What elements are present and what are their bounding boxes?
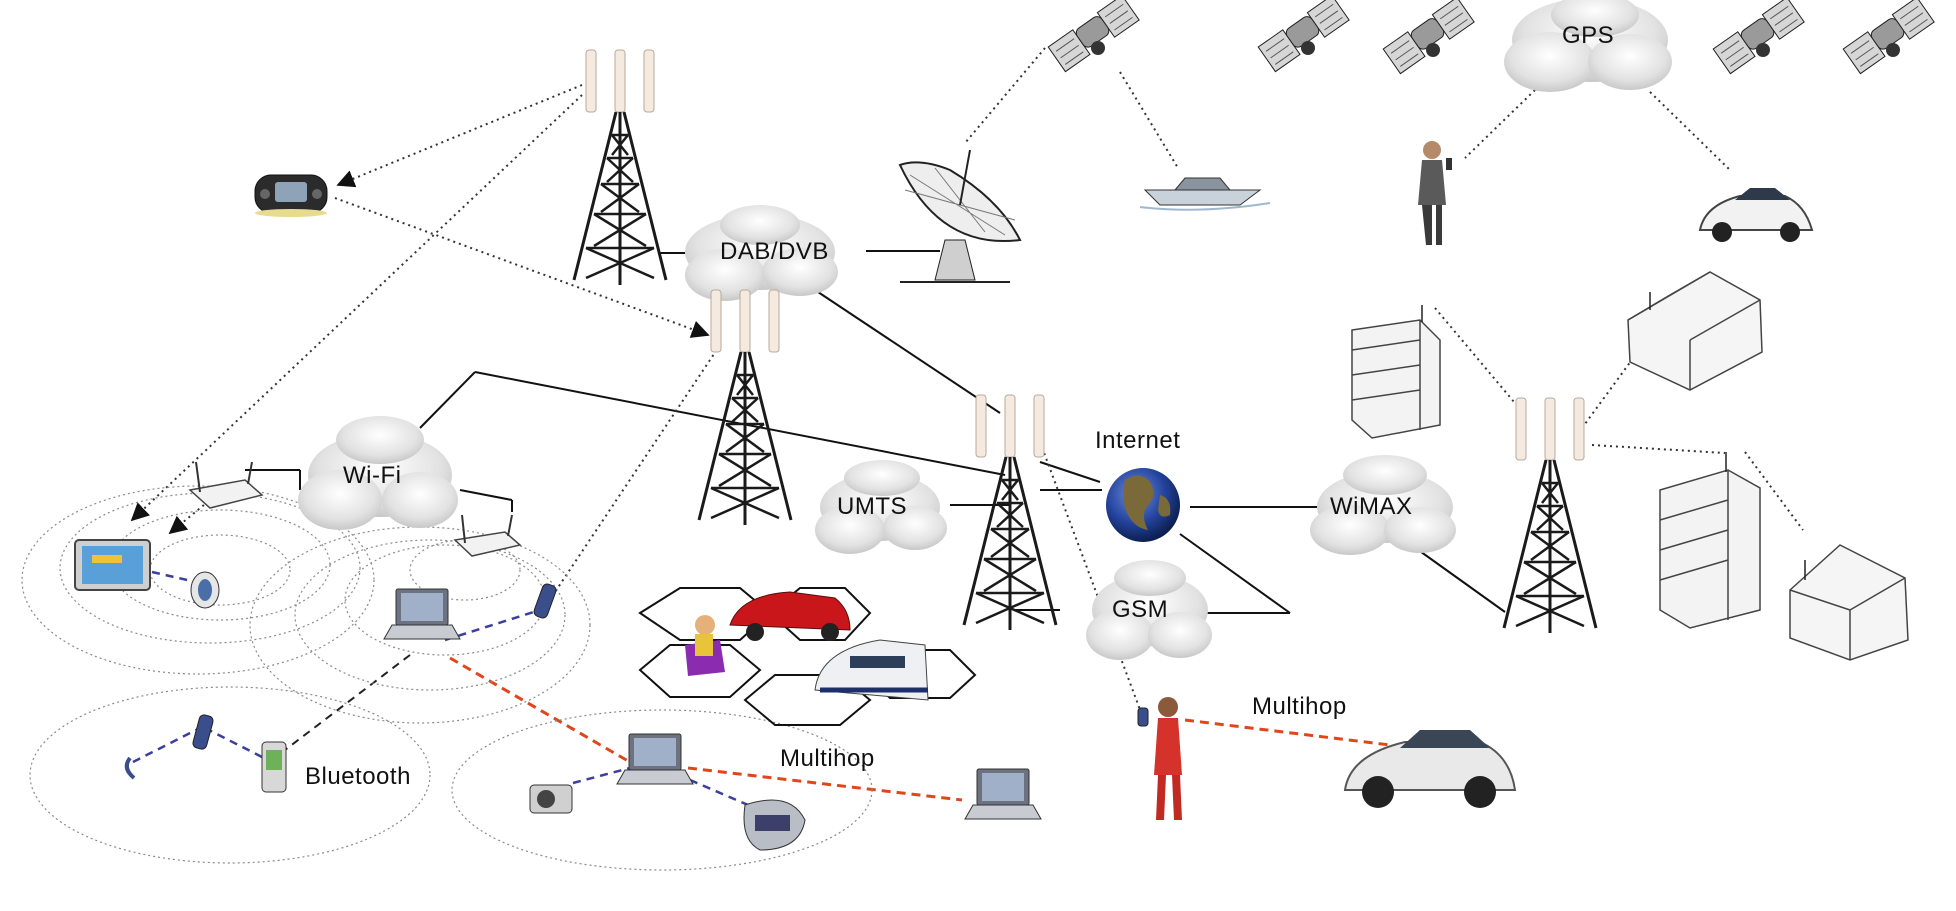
tablet-device-icon bbox=[74, 539, 151, 591]
gsm-label: GSM bbox=[1112, 596, 1169, 623]
mobile-phone-icon bbox=[533, 583, 557, 619]
wifi-access-point-right bbox=[453, 514, 522, 557]
multihop-label-right: Multihop bbox=[1252, 693, 1347, 720]
woman-icon bbox=[1154, 697, 1182, 820]
small-house-icon bbox=[1789, 544, 1909, 661]
dab-dvb-label: DAB/DVB bbox=[720, 238, 829, 265]
umts-tower bbox=[697, 288, 793, 527]
apartment-building-icon bbox=[1659, 452, 1761, 629]
train-icon bbox=[814, 639, 929, 701]
wireless-mouse-icon bbox=[190, 571, 220, 609]
cartoon-person-chair-icon bbox=[685, 615, 725, 676]
wimax-label: WiMAX bbox=[1330, 493, 1413, 520]
cloud-dab-dvb bbox=[685, 205, 838, 301]
black-dashed-links bbox=[284, 654, 411, 751]
broadcast-tower-top bbox=[572, 48, 668, 287]
person-with-phone-icon bbox=[1418, 141, 1452, 245]
laptop-icon bbox=[383, 588, 461, 640]
camera-icon bbox=[529, 784, 573, 814]
multihop-label-left: Multihop bbox=[780, 745, 875, 772]
dotted-wireless-links bbox=[130, 47, 1804, 716]
bluetooth-label: Bluetooth bbox=[305, 763, 411, 790]
cloud-gsm bbox=[1086, 560, 1212, 660]
satellite-dish-icon bbox=[898, 149, 1022, 283]
laptop-icon bbox=[616, 733, 694, 785]
boat-icon bbox=[1139, 177, 1271, 211]
internet-globe-icon bbox=[1106, 468, 1180, 542]
mobile-phone-icon bbox=[1137, 707, 1149, 727]
smartphone-icon bbox=[261, 741, 287, 793]
cloud-umts bbox=[815, 460, 947, 554]
gsm-tower bbox=[962, 393, 1058, 632]
red-sports-car-icon bbox=[729, 591, 851, 641]
satellite-icon bbox=[1257, 0, 1350, 73]
umts-label: UMTS bbox=[837, 493, 907, 520]
cloud-wimax bbox=[1310, 455, 1456, 555]
connection-lines bbox=[245, 250, 1506, 614]
bluetooth-coverage-ring bbox=[29, 686, 431, 864]
satellite-icon bbox=[1842, 0, 1935, 75]
satellite-icon bbox=[1712, 0, 1805, 75]
multihop-coverage-ring bbox=[451, 709, 873, 871]
headset-icon bbox=[124, 756, 136, 780]
office-building-icon bbox=[1351, 305, 1441, 439]
multihop-links bbox=[449, 656, 1391, 802]
blue-wireless-links bbox=[132, 570, 756, 810]
mobile-phone-icon bbox=[192, 714, 214, 750]
printer-icon bbox=[743, 799, 806, 851]
laptop-icon bbox=[964, 768, 1042, 820]
wifi-label: Wi-Fi bbox=[343, 462, 402, 489]
wimax-tower bbox=[1502, 396, 1598, 635]
wifi-access-point-left bbox=[188, 461, 264, 509]
car-icon bbox=[1343, 730, 1517, 808]
house-icon bbox=[1627, 271, 1763, 391]
pda-device-icon bbox=[254, 174, 328, 217]
sports-car-icon bbox=[1698, 188, 1814, 242]
cloud-wifi bbox=[298, 416, 458, 530]
satellite-icon bbox=[1382, 0, 1475, 75]
satellite-icon bbox=[1047, 0, 1140, 73]
internet-label: Internet bbox=[1095, 427, 1181, 454]
cloud-gps bbox=[1504, 0, 1672, 92]
gps-label: GPS bbox=[1562, 22, 1615, 49]
